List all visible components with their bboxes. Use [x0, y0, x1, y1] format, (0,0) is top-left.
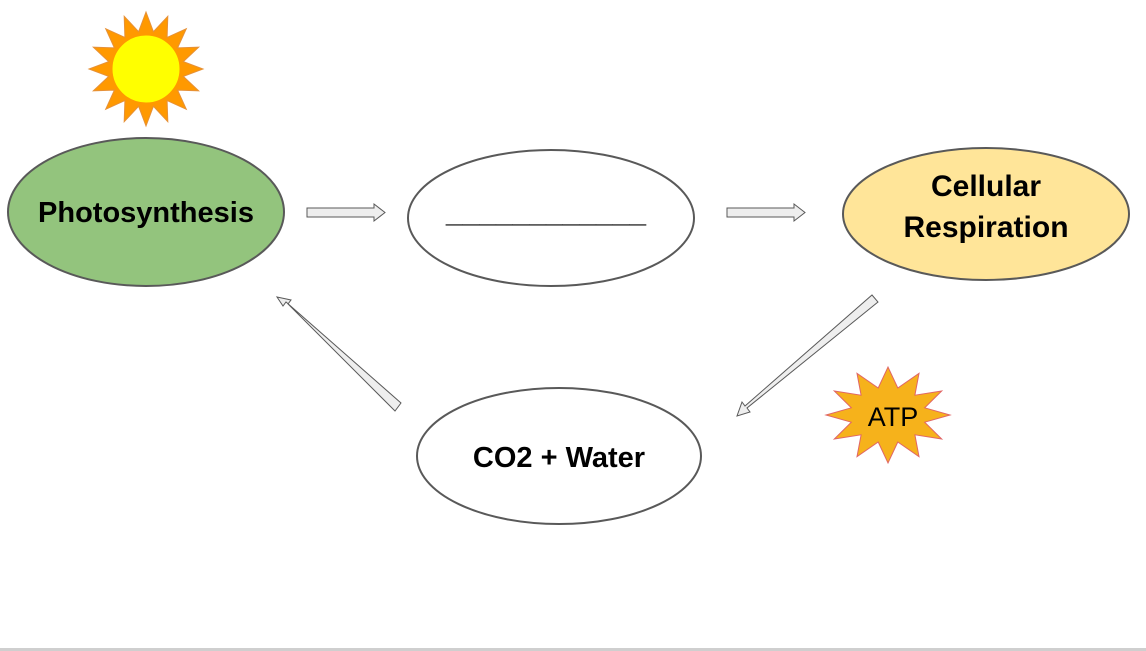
- cellular-respiration-node: Cellular Respiration: [842, 147, 1130, 281]
- co2-water-label: CO2 + Water: [473, 442, 645, 474]
- atp-burst: ATP: [824, 365, 952, 465]
- arrow-co2-to-photosynthesis: [275, 296, 402, 412]
- photosynthesis-ellipse: [7, 137, 285, 287]
- arrow-photosynthesis-to-blank: [306, 202, 386, 223]
- blank-label: ____________: [445, 196, 647, 229]
- co2-water-node: CO2 + Water: [416, 387, 702, 525]
- photosynthesis-node: Photosynthesis: [7, 137, 285, 287]
- cellular-respiration-ellipse: [842, 147, 1130, 281]
- bottom-divider: [0, 648, 1146, 651]
- cellular-respiration-label-line1: Cellular: [931, 170, 1041, 203]
- atp-label: ATP: [868, 402, 919, 432]
- arrow-respiration-to-co2: [736, 294, 879, 417]
- photosynthesis-label: Photosynthesis: [38, 197, 254, 229]
- arrow-blank-to-respiration: [726, 202, 806, 223]
- co2-water-ellipse: [416, 387, 702, 525]
- sun-core: [109, 32, 183, 106]
- blank-ellipse: [407, 149, 695, 287]
- blank-node: ____________: [407, 149, 695, 287]
- atp-star-shape: [824, 365, 952, 465]
- cellular-respiration-label-line2: Respiration: [903, 211, 1068, 244]
- sun-icon: [87, 10, 205, 128]
